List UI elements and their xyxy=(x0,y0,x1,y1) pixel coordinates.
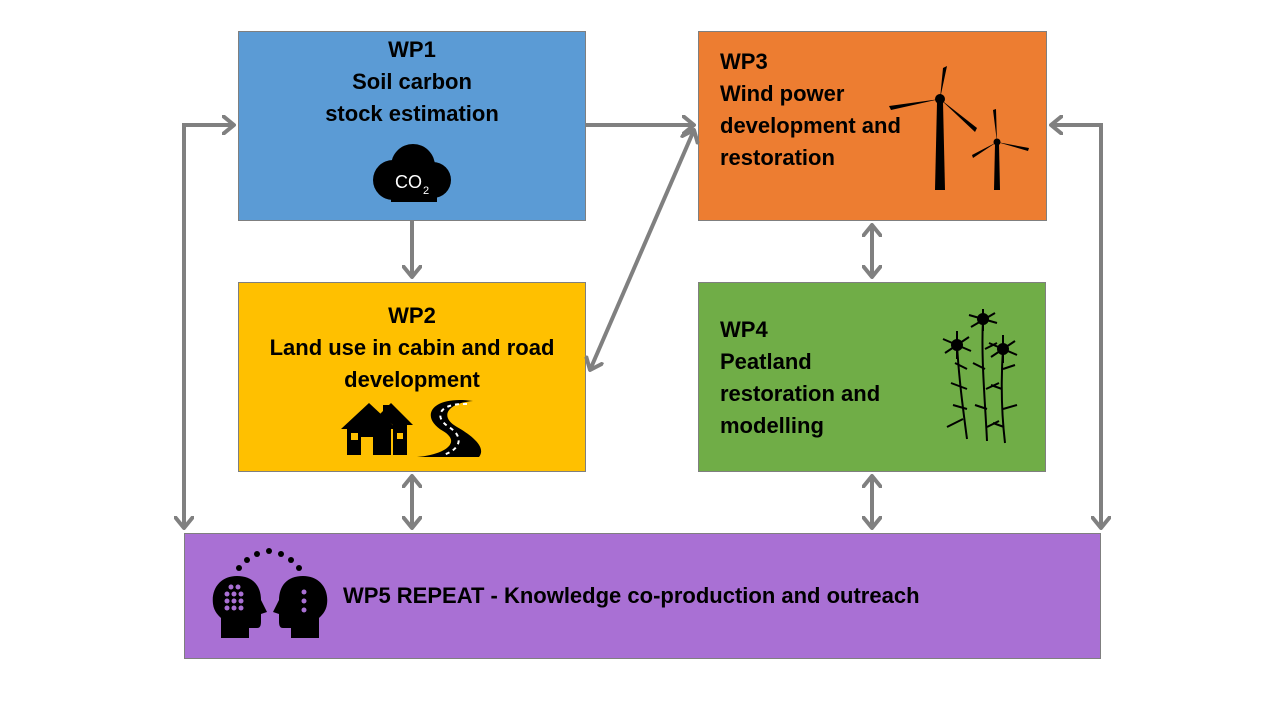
wp4-id: WP4 xyxy=(720,317,768,342)
wp3-line1: Wind power xyxy=(720,81,845,106)
wp1-box: WP1 Soil carbon stock estimation CO 2 xyxy=(238,31,586,221)
wp3-line2: development and xyxy=(720,113,901,138)
arrow-wp3-wp5 xyxy=(1051,125,1101,528)
houses-road-icon xyxy=(341,399,482,457)
houses-icon xyxy=(341,403,413,455)
wp1-title: WP1 Soil carbon stock estimation xyxy=(239,34,585,130)
wp4-line1: Peatland xyxy=(720,349,812,374)
co2-cloud-icon: CO 2 xyxy=(373,144,451,202)
wp2-line1: Land use in cabin and road xyxy=(269,335,555,360)
wp2-line2: development xyxy=(344,367,480,392)
wp1-line1: Soil carbon xyxy=(352,69,472,94)
wp3-title: WP3 Wind power development and restorati… xyxy=(720,46,901,174)
knowledge-exchange-heads-icon xyxy=(212,548,328,638)
arrow-wp2-wp3 xyxy=(590,130,694,370)
wp2-title: WP2 Land use in cabin and road developme… xyxy=(239,300,585,396)
wp4-line3: modelling xyxy=(720,413,824,438)
co2-subscript: 2 xyxy=(423,185,429,197)
wind-turbines-icon xyxy=(889,66,1029,190)
wp5-box: WP5 REPEAT - Knowledge co-production and… xyxy=(184,533,1101,659)
wp5-label: WP5 REPEAT - Knowledge co-production and… xyxy=(343,583,920,608)
arrow-wp1-wp5 xyxy=(184,125,234,528)
wp3-id: WP3 xyxy=(720,49,768,74)
wp1-line2: stock estimation xyxy=(325,101,499,126)
cotton-grass-icon xyxy=(942,309,1018,444)
road-icon xyxy=(417,399,482,457)
wp2-id: WP2 xyxy=(388,303,436,328)
wp4-line2: restoration and xyxy=(720,381,881,406)
co2-text: CO xyxy=(395,172,422,192)
wp3-box: WP3 Wind power development and restorati… xyxy=(698,31,1047,221)
wp2-box: WP2 Land use in cabin and road developme… xyxy=(238,282,586,472)
wp1-id: WP1 xyxy=(388,37,436,62)
wp4-box: WP4 Peatland restoration and modelling xyxy=(698,282,1046,472)
wp4-title: WP4 Peatland restoration and modelling xyxy=(720,314,880,442)
wp3-line3: restoration xyxy=(720,145,835,170)
